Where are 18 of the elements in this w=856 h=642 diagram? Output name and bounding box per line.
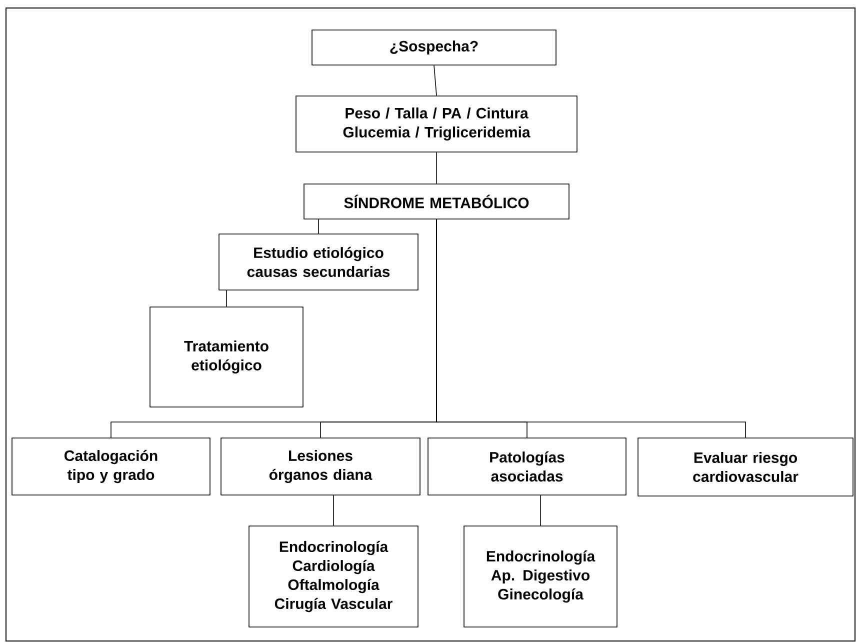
process-box: Evaluar riesgo cardiovascular [638, 438, 854, 496]
process-box: Lesiones órganos diana [220, 438, 420, 496]
connector-line [318, 219, 319, 234]
process-box: Patologías asociadas [428, 438, 626, 496]
connector-line [540, 495, 541, 526]
process-box: Endocrinología Cardiología Oftalmología Cirugía Vascular [248, 526, 418, 628]
process-box: Endocrinología Ap. Digestivo Ginecología [464, 526, 618, 628]
process-box: ¿Sospecha? [312, 30, 556, 66]
connector-line [226, 290, 227, 307]
connector-line [333, 495, 334, 526]
connector-line [434, 65, 437, 96]
process-box: SÍNDROME METABÓLICO [304, 184, 570, 220]
process-box: Catalogación tipo y grado [12, 438, 210, 496]
connector-line [436, 152, 437, 184]
process-box: Tratamiento etiológico [150, 306, 304, 408]
process-box: Peso / Talla / PA / Cintura Glucemia / Trigliceridemia [296, 96, 578, 152]
connector-line [436, 219, 746, 438]
process-box: Estudio etiológico causas secundarias [218, 234, 418, 290]
